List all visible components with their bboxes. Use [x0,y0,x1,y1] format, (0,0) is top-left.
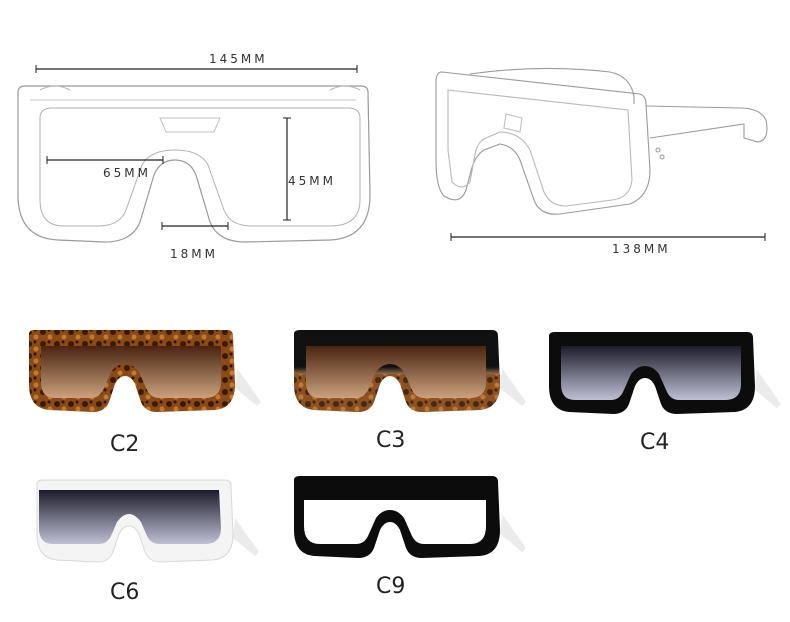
variant-c4-image [549,332,781,414]
variant-c2-image [29,330,261,412]
lens-height-label: 45MM [288,174,336,188]
variant-c6-image [36,479,259,563]
variant-c3-image [294,330,526,412]
variant-c3-label: C3 [376,428,406,453]
lens-width-label: 65MM [103,166,151,180]
variant-c4-label: C4 [640,430,670,455]
bridge-label: 18MM [170,247,218,261]
variant-c9-label: C9 [376,574,406,599]
front-frame-outline [17,85,371,243]
variant-c6-label: C6 [110,580,140,605]
side-view-drawing [435,67,768,215]
variant-c2-label: C2 [110,432,140,457]
front-lens-outline [39,107,361,227]
frame-width-label: 145MM [209,52,268,66]
variant-c9-image [294,476,526,558]
temple-length-label: 138MM [612,242,671,256]
